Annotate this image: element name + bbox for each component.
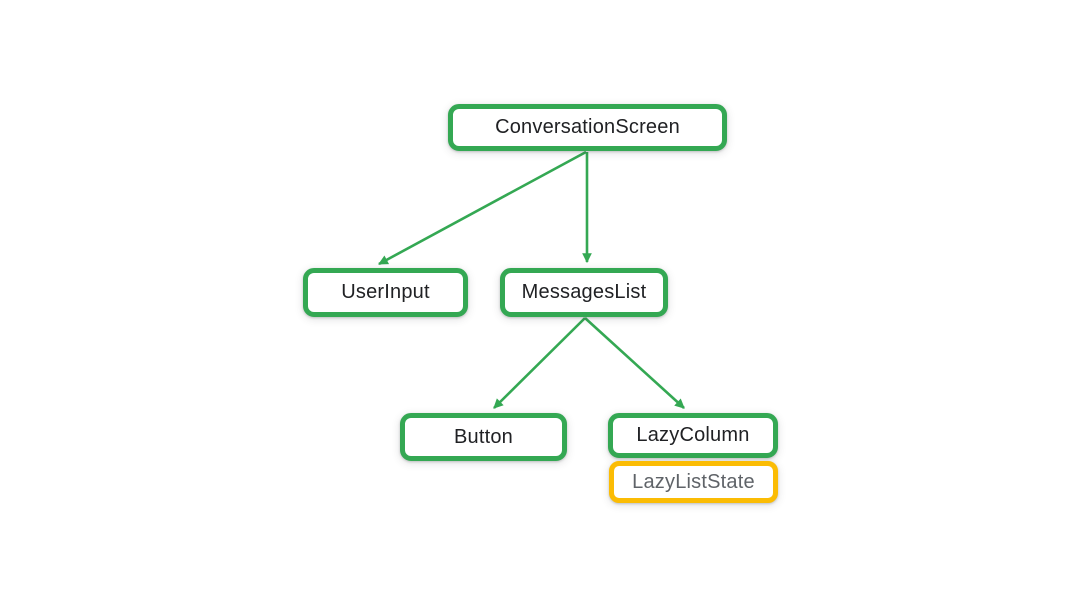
node-userinput-label: UserInput — [341, 281, 430, 303]
node-conversationscreen: ConversationScreen — [448, 104, 727, 151]
edge-conversationscreen-userinput — [378, 150, 587, 266]
node-messageslist: MessagesList — [500, 268, 668, 317]
node-lazyliststate-label: LazyListState — [632, 470, 755, 493]
node-lazycolumn-label: LazyColumn — [636, 424, 750, 446]
node-lazycolumn: LazyColumn — [608, 413, 778, 458]
node-lazyliststate: LazyListState — [609, 461, 778, 503]
edge-messageslist-button — [493, 317, 586, 409]
node-userinput: UserInput — [303, 268, 468, 317]
node-button: Button — [400, 413, 567, 461]
node-button-label: Button — [453, 425, 514, 448]
node-messageslist-label: MessagesList — [521, 281, 647, 303]
edge-messageslist-lazycolumn — [584, 317, 685, 409]
node-conversationscreen-label: ConversationScreen — [495, 116, 680, 138]
